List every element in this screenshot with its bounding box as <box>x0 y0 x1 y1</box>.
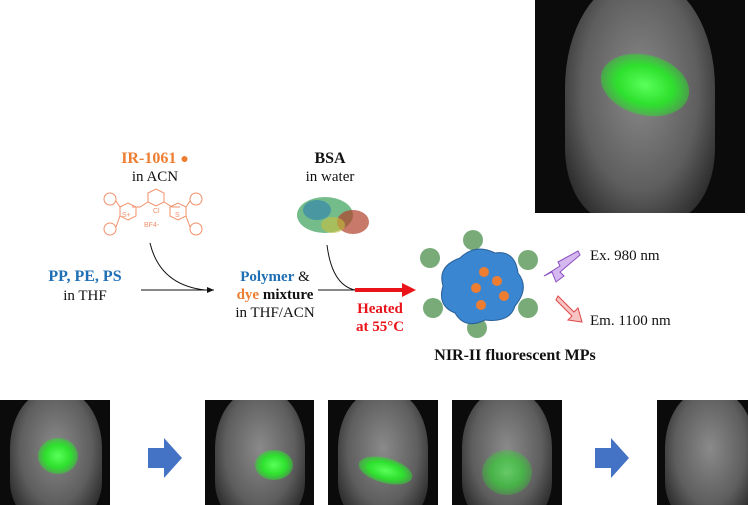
structure-label: S <box>175 212 180 219</box>
mouse-nir-image-top <box>535 0 745 213</box>
heat-label: Heated at 55°C <box>350 300 410 336</box>
flow-arrows <box>141 242 583 323</box>
bsa-protein-icon <box>297 197 369 234</box>
particle-label: NIR-II fluorescent MPs <box>434 347 596 364</box>
emission-label: Em. 1100 nm <box>590 313 671 329</box>
ir1061-structure-icon: S+ Cl BF4- S <box>103 188 203 236</box>
excitation-arrow-icon <box>543 250 581 283</box>
mouse-nir-image-2 <box>205 400 314 505</box>
polymer-solvent: in THF <box>63 288 107 304</box>
bsa-solvent: in water <box>305 169 355 185</box>
mouse-nir-image-1 <box>0 400 110 505</box>
mixture-dye: dye <box>236 287 260 303</box>
polymer-names: PP, PE, PS <box>48 268 122 285</box>
mouse-nir-image-5 <box>657 400 748 505</box>
structure-label: Cl <box>153 208 160 215</box>
mixture-label: Polymer & dye mixture in THF/ACN <box>215 268 335 322</box>
microplastic-particle-icon <box>420 230 538 338</box>
heat-line2: at 55°C <box>355 319 405 335</box>
emission-arrow-icon <box>555 295 583 323</box>
heat-line1: Heated <box>357 301 403 317</box>
arrow-bsa-join <box>326 244 356 291</box>
mixture-and: & <box>298 269 310 285</box>
mixture-polymer: Polymer <box>240 269 295 285</box>
excitation-label: Ex. 980 nm <box>590 248 660 264</box>
structure-label: BF4- <box>144 222 160 229</box>
dye-name: IR-1061 ● <box>121 150 189 167</box>
mixture-solvent: in THF/ACN <box>235 305 315 321</box>
arrow-dye-to-mixture <box>149 242 206 291</box>
mouse-nir-image-3 <box>328 400 438 505</box>
mouse-nir-image-4 <box>452 400 562 505</box>
dye-solvent: in ACN <box>131 169 179 185</box>
bsa-name: BSA <box>314 150 346 167</box>
mixture-word: mixture <box>262 287 314 303</box>
structure-label: S+ <box>122 212 131 219</box>
